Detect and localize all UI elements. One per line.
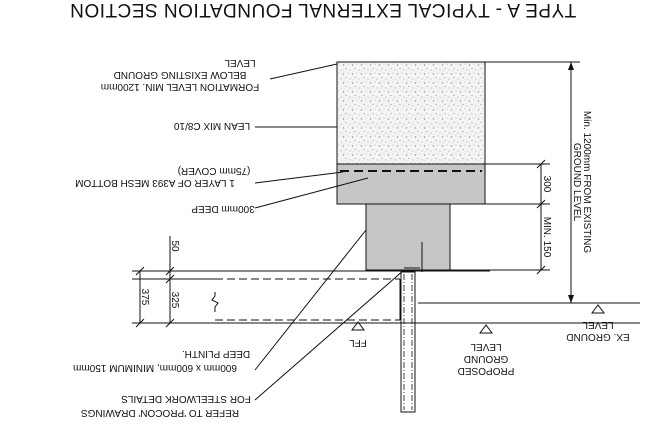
steel-column <box>400 271 416 413</box>
svg-text:REFER TO 'PROCON' DRAWINGS: REFER TO 'PROCON' DRAWINGS <box>81 407 239 418</box>
svg-text:Min. 1200mm FROM EXISTING: Min. 1200mm FROM EXISTING <box>581 111 592 253</box>
proposed-ground-marker <box>479 324 493 334</box>
svg-text:LEVEL: LEVEL <box>582 319 614 330</box>
plinth <box>365 203 451 271</box>
svg-text:LEVEL: LEVEL <box>470 341 502 352</box>
drawing-title: TYPE A - TYPICAL EXTERNAL FOUNDATION SEC… <box>70 0 577 20</box>
proposed-ground-label: PROPOSED GROUND LEVEL <box>458 341 515 376</box>
dim-min-150: MIN. 150 <box>541 217 552 258</box>
svg-text:(75mm COVER): (75mm COVER) <box>178 165 251 176</box>
min-1200-label: Min. 1200mm FROM EXISTING GROUND LEVEL <box>571 111 592 253</box>
lean-mix-fill <box>336 61 486 165</box>
svg-text:EX. GROUND: EX. GROUND <box>566 331 629 342</box>
deep-label: 300mm DEEP <box>191 203 255 214</box>
ex-ground-marker <box>591 304 605 314</box>
svg-text:FOR STEELWORK DETAILS: FOR STEELWORK DETAILS <box>121 393 251 404</box>
ex-ground-label: EX. GROUND LEVEL <box>566 319 629 342</box>
svg-text:GROUND: GROUND <box>464 353 508 364</box>
svg-text:GROUND LEVEL: GROUND LEVEL <box>571 143 582 222</box>
svg-text:1 LAYER OF A393 MESH BOTTOM: 1 LAYER OF A393 MESH BOTTOM <box>75 177 235 188</box>
svg-text:DEEP PLINTH.: DEEP PLINTH. <box>182 348 250 359</box>
mesh-label: 1 LAYER OF A393 MESH BOTTOM (75mm COVER) <box>75 165 250 188</box>
svg-text:FORMATION LEVEL MIN. 1200mm: FORMATION LEVEL MIN. 1200mm <box>101 81 259 92</box>
dim-375: 375 <box>139 289 150 306</box>
dim-300: 300 <box>541 176 552 193</box>
plinth-label: 600mm x 600mm, MINIMUM 150mm DEEP PLINTH… <box>73 348 250 373</box>
lean-mix-label: LEAN MIX C8/10 <box>173 120 250 131</box>
svg-text:LEVEL: LEVEL <box>224 57 256 68</box>
ffl-marker <box>351 321 365 331</box>
ffl-label: FFL <box>349 337 367 348</box>
svg-text:PROPOSED: PROPOSED <box>458 365 515 376</box>
svg-text:BELOW EXISTING GROUND: BELOW EXISTING GROUND <box>114 69 247 80</box>
formation-label: FORMATION LEVEL MIN. 1200mm BELOW EXISTI… <box>101 57 259 92</box>
dim-325: 325 <box>169 292 180 309</box>
svg-text:600mm x 600mm, MINIMUM 150mm: 600mm x 600mm, MINIMUM 150mm <box>73 362 237 373</box>
dim-50: 50 <box>169 240 180 252</box>
refer-label: REFER TO 'PROCON' DRAWINGS FOR STEELWORK… <box>81 393 251 418</box>
